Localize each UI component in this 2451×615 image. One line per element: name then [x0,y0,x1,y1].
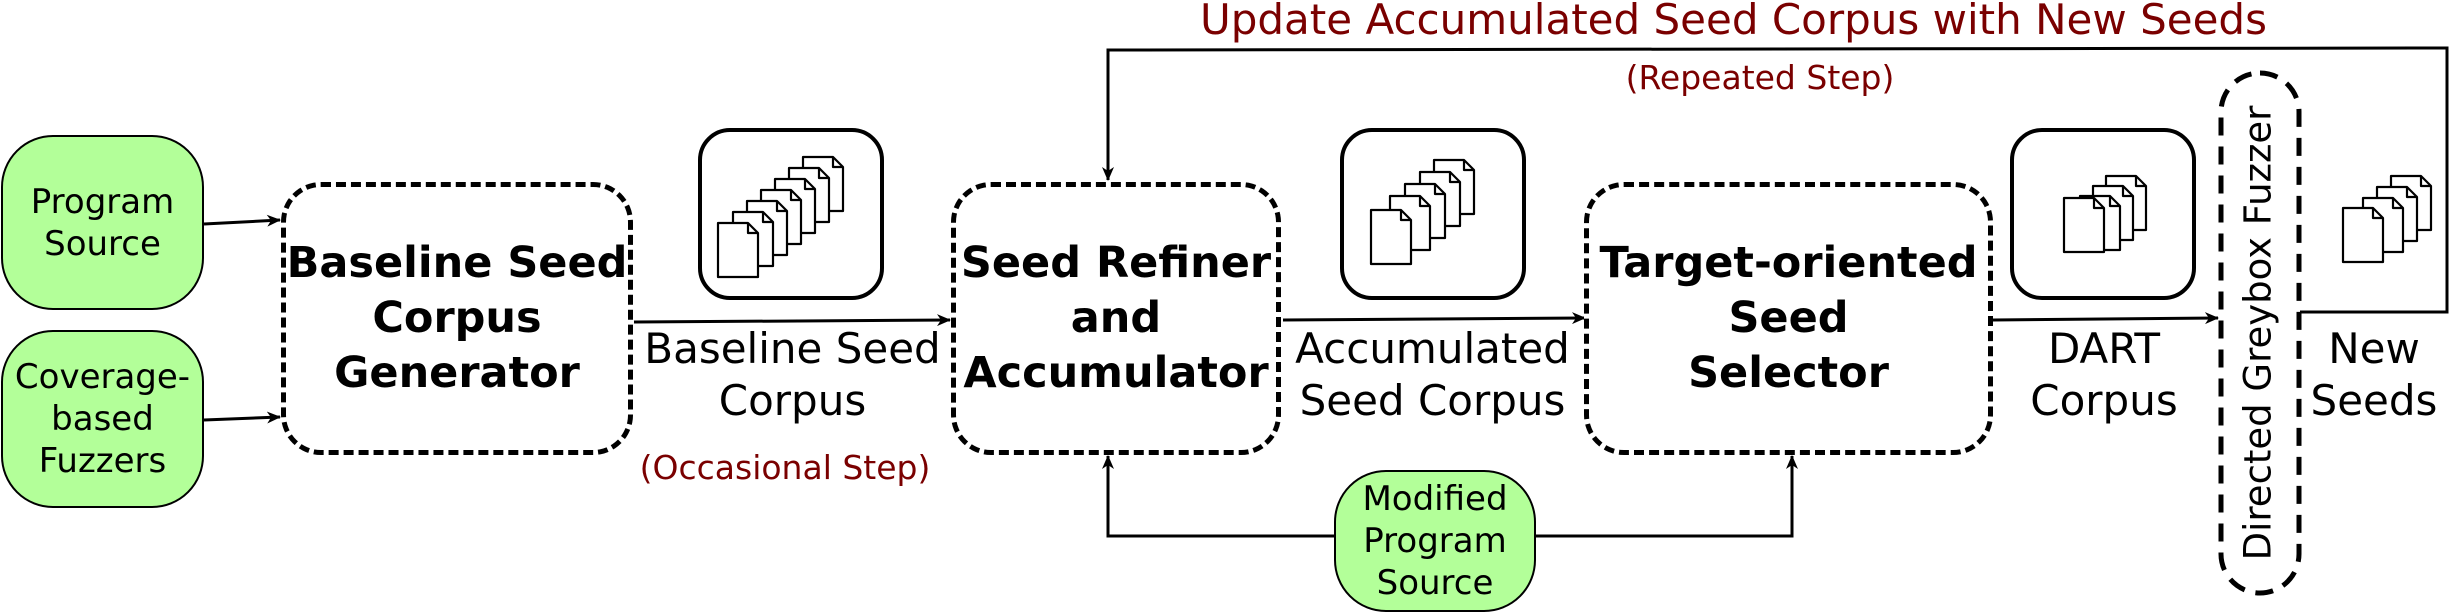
new-seeds-label: New Seeds [2310,324,2438,425]
refiner-accumulator-box: Seed Refiner and Accumulator [951,182,1281,455]
baseline-corpus-stack-icon [698,128,884,300]
arrow-program-source-to-generator [203,214,281,227]
baseline-corpus-label: Baseline Seed Corpus [644,324,941,425]
arrow-generator-to-refiner [633,314,951,327]
arrow-modified-source-to-selector [1536,455,1798,538]
baseline-generator-box: Baseline Seed Corpus Generator [281,182,633,455]
repeated-step-label: (Repeated Step) [1625,58,1895,97]
accumulated-corpus-stack-icon [1340,128,1526,300]
dart-corpus-label: DART Corpus [2030,324,2178,425]
program-source-node: Program Source [1,135,204,310]
accumulated-corpus-label: Accumulated Seed Corpus [1295,324,1570,425]
feedback-loop-arrow [1102,46,2449,314]
arrow-fuzzers-to-generator [203,411,281,424]
new-seeds-stack-icon [2341,174,2433,264]
arrow-selector-to-fuzzer [1992,312,2219,325]
directed-fuzzer-label: Directed Greybox Fuzzer [2237,105,2280,560]
modified-program-source-node: Modified Program Source [1334,470,1536,612]
arrow-modified-source-to-refiner [1102,455,1334,538]
occasional-step-label: (Occasional Step) [639,448,931,487]
update-feedback-label: Update Accumulated Seed Corpus with New … [1200,0,2267,44]
arrow-refiner-to-selector [1282,312,1586,325]
dart-corpus-stack-icon [2010,128,2196,300]
coverage-fuzzers-node: Coverage- based Fuzzers [1,330,204,508]
directed-fuzzer-shape [2218,70,2302,596]
target-selector-box: Target-oriented Seed Selector [1584,182,1993,455]
